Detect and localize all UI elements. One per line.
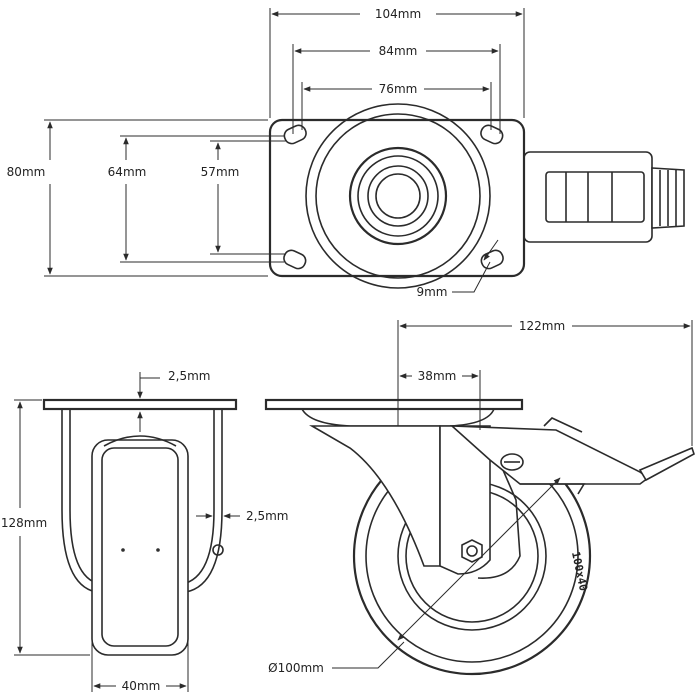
- side-fork-arm: [309, 425, 441, 567]
- plate-hole-top-right: [480, 124, 504, 145]
- brake-inner: [545, 171, 645, 223]
- plate-hole-bottom-right: [480, 249, 504, 270]
- mounting-plate: [268, 118, 526, 278]
- kingpin-center: [375, 173, 421, 219]
- front-view: 2,5mm 2,5mm 128mm 40mm: [1, 369, 289, 693]
- dim-label-40: 40mm: [122, 679, 161, 693]
- kingpin-ring: [357, 155, 439, 237]
- dim-label-fork-thk: 2,5mm: [246, 509, 288, 523]
- leader-9mm: [452, 261, 491, 293]
- dim-label-84: 84mm: [379, 44, 418, 58]
- wheel-size-marking: 100x40: [569, 550, 590, 592]
- wheel-mark-2: [156, 548, 160, 552]
- axle-nut-right: [212, 544, 224, 556]
- front-hub-top: [103, 435, 177, 447]
- swivel-race-outer: [305, 103, 491, 289]
- brake-lever-tab: [543, 417, 583, 433]
- dim-label-104: 104mm: [375, 7, 421, 21]
- kingpin-ring-2: [367, 165, 429, 227]
- dim-label-128: 128mm: [1, 516, 47, 530]
- front-wheel-hub: [101, 447, 179, 647]
- dim-label-80: 80mm: [7, 165, 46, 179]
- side-plate: [264, 398, 524, 411]
- dim-label-57: 57mm: [201, 165, 240, 179]
- front-plate: [42, 398, 238, 411]
- plate-hole-bottom-left: [283, 249, 307, 270]
- leader-9mm-arrow: [483, 239, 499, 261]
- leader-diameter: [332, 641, 405, 669]
- dim-label-diameter: Ø100mm: [268, 661, 324, 675]
- dim-line-diameter: [397, 477, 561, 641]
- swivel-race-inner: [348, 146, 448, 246]
- brake-lever: [449, 425, 650, 485]
- top-view: 104mm 84mm 76mm 80mm 64mm 57mm: [7, 7, 685, 299]
- dim-label-9: 9mm: [416, 285, 447, 299]
- dim-label-38: 38mm: [418, 369, 457, 383]
- dim-label-64: 64mm: [108, 165, 147, 179]
- swivel-race-ring: [315, 113, 481, 279]
- dim-label-122: 122mm: [519, 319, 565, 333]
- dim-label-plate-thk: 2,5mm: [168, 369, 210, 383]
- front-wheel: [91, 439, 189, 656]
- side-view: 100x40 122mm 38mm Ø100mm: [264, 319, 695, 676]
- brake-rivet: [500, 453, 524, 471]
- wheel-mark-1: [121, 548, 125, 552]
- dim-label-76: 76mm: [379, 82, 418, 96]
- brake-pedal-side: [638, 446, 695, 482]
- plate-hole-top-left: [283, 124, 307, 145]
